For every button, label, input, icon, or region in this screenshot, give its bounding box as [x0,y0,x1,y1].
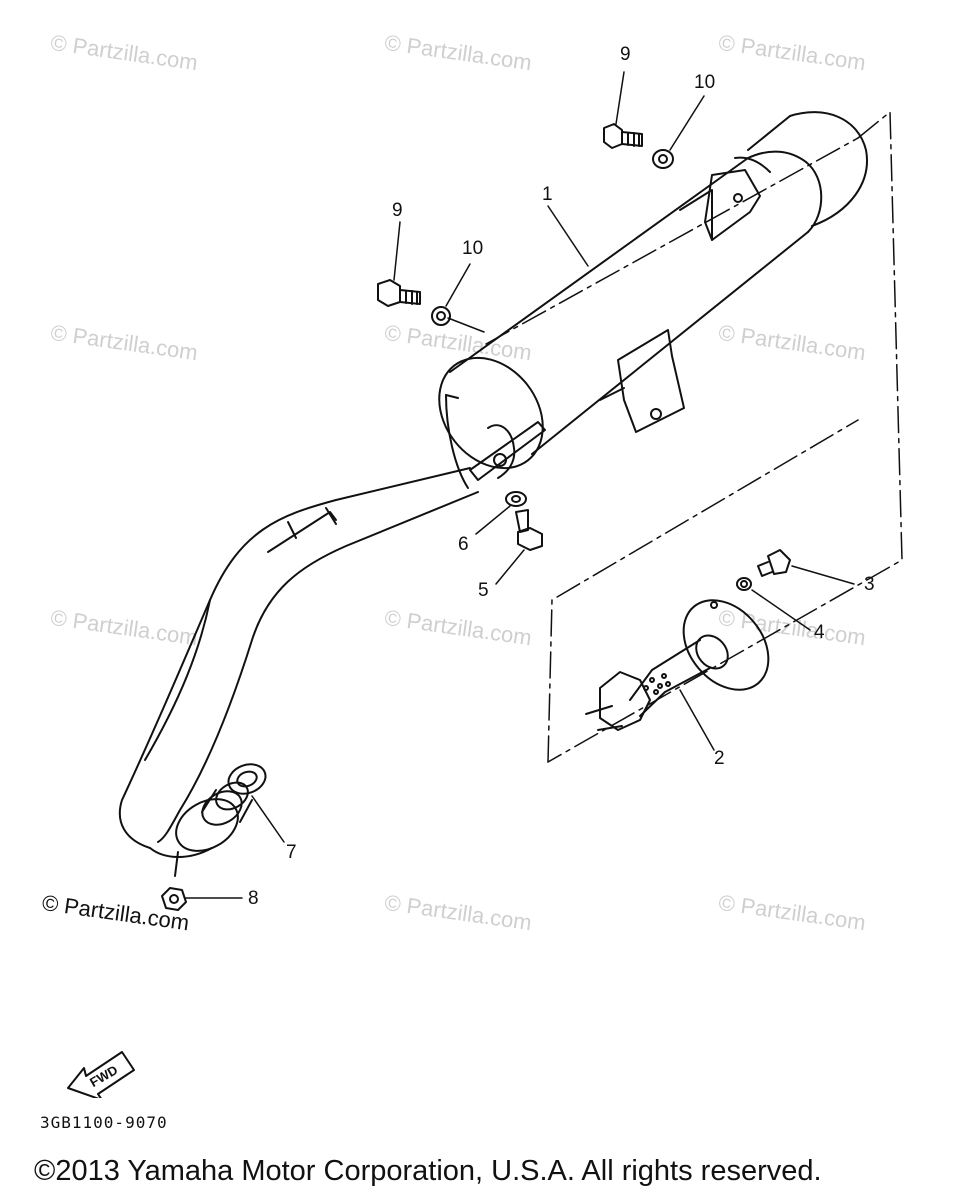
leader-lines [185,71,855,899]
copyright-notice: ©2013 Yamaha Motor Corporation, U.S.A. A… [34,1155,822,1187]
callout-10: 10 [462,238,484,259]
screw-3 [757,549,791,577]
callout-4: 4 [814,622,825,643]
head-pipe [118,467,479,858]
callout-9: 9 [392,200,403,221]
spark-arrester-2 [585,599,770,731]
callout-7: 7 [286,842,297,863]
washer-4 [736,577,752,591]
diagram-code: 3GB1100-9070 [40,1113,168,1132]
bolt-9-upper [603,123,643,149]
callout-8: 8 [248,888,259,909]
assembly-outline [485,111,903,763]
callout-2: 2 [714,748,725,769]
callout-6: 6 [458,534,469,555]
bolt-9-lower [377,279,421,307]
callout-3: 3 [864,574,875,595]
fwd-label: FWD [87,1062,120,1090]
callout-1: 1 [542,184,553,205]
muffler [438,111,868,489]
callout-10: 10 [694,72,716,93]
fwd-arrow-icon: FWD [67,1051,135,1098]
port-flange [174,781,253,877]
callout-9: 9 [620,44,631,65]
gasket-7 [227,763,267,795]
washer-10-lower [431,306,451,326]
washer-10-upper [652,149,674,169]
nut-8 [161,887,187,911]
washer-6 [505,491,527,507]
bolt-5 [515,509,543,551]
callout-5: 5 [478,580,489,601]
